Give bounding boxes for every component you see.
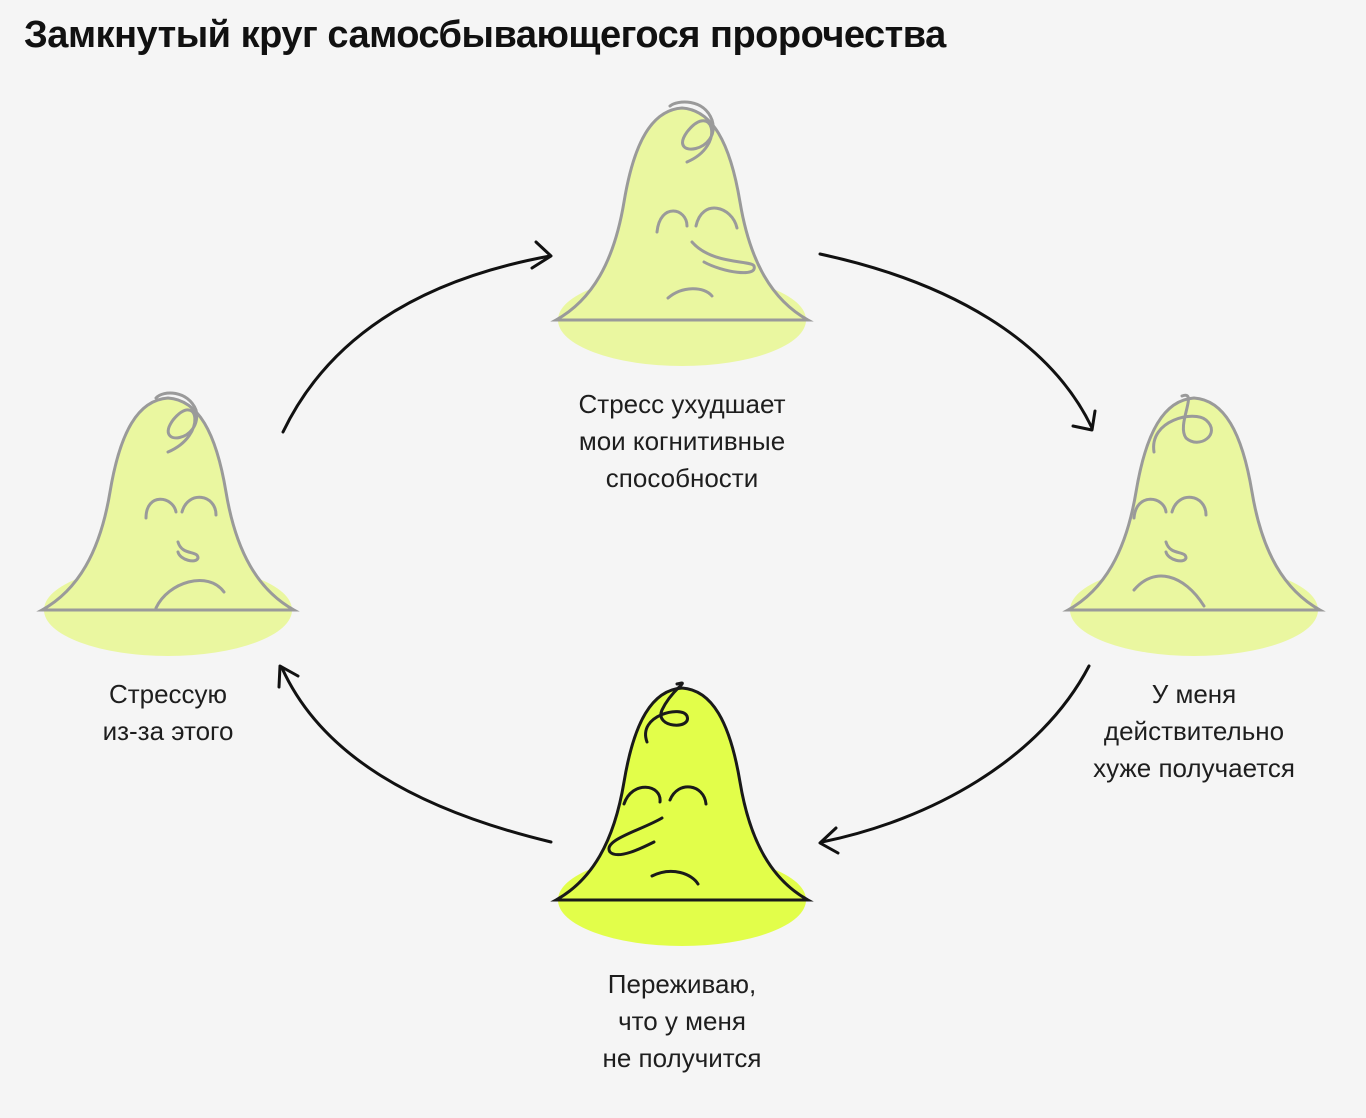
arrow-left-to-top: [281, 240, 553, 434]
mouth: [650, 870, 700, 886]
nose: [1164, 540, 1188, 563]
hair-curl: [154, 391, 199, 454]
hair-curl: [1152, 393, 1213, 454]
hair-curl: [644, 681, 689, 744]
figure-bottom: [554, 681, 810, 946]
arrow-bottom-to-left: [277, 664, 553, 844]
right-brow: [694, 206, 739, 230]
arrow-right-to-bottom: [818, 664, 1091, 855]
cycle-arrows: [277, 240, 1097, 855]
left-brow: [622, 785, 662, 806]
figure-top: [554, 100, 810, 366]
left-brow: [144, 497, 178, 520]
arrow-top-to-right: [818, 252, 1097, 432]
mouth: [1132, 574, 1206, 608]
right-brow: [1170, 495, 1208, 517]
nose: [176, 540, 200, 563]
diagram-title: Замкнутый круг самосбывающегося пророчес…: [24, 14, 946, 56]
left-brow: [1132, 497, 1168, 520]
figure-right: [1066, 393, 1322, 656]
hair-curl: [668, 100, 715, 164]
node-label-top: Стресс ухудшает мои когнитивные способно…: [578, 389, 786, 493]
right-brow: [668, 785, 708, 806]
node-label-bottom: Переживаю, что у меня не получится: [602, 969, 762, 1073]
right-brow: [180, 495, 218, 517]
node-label-right: У меня действительно хуже получается: [1093, 679, 1295, 783]
nose: [690, 240, 756, 275]
mouth: [154, 579, 226, 610]
mouth: [666, 287, 714, 300]
nose: [607, 816, 664, 857]
figure-left: [40, 391, 296, 656]
left-brow: [655, 209, 689, 234]
node-label-left: Стрессую из-за этого: [102, 679, 234, 746]
